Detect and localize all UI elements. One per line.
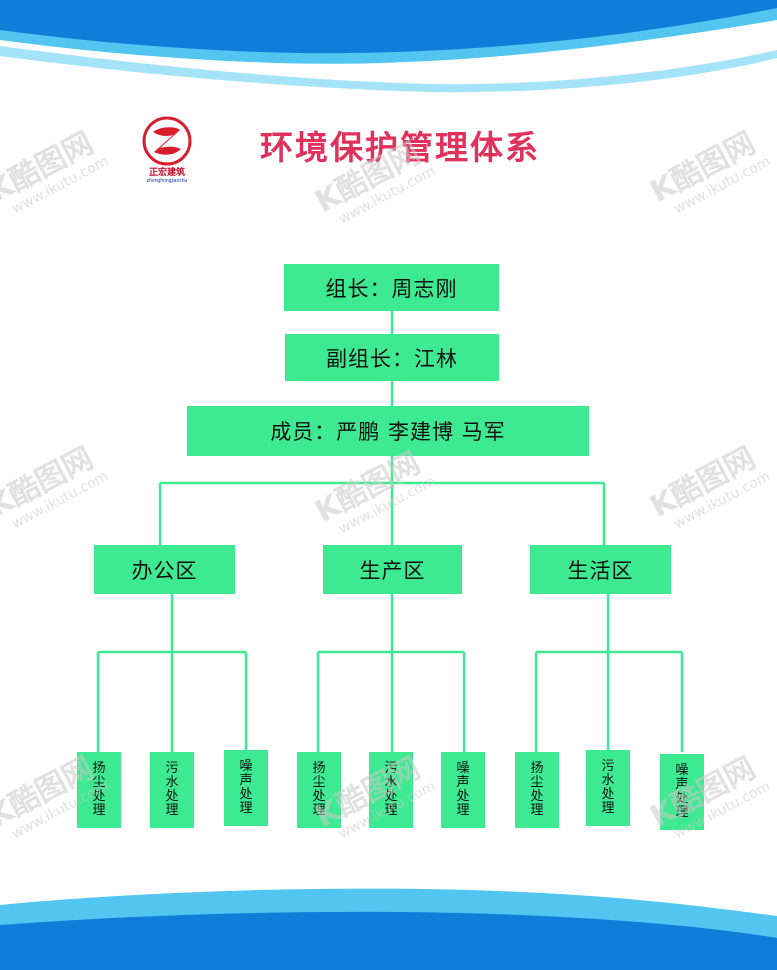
leader-box: 组长：周志刚 [284,264,499,311]
task-label: 噪声处理 [456,761,470,818]
task-production-noise-box: 噪声处理 [441,752,485,828]
zone-living-box: 生活区 [530,545,671,594]
zone-production-box: 生产区 [323,545,462,594]
task-office-sewage-box: 污水处理 [150,752,194,828]
page-title: 环境保护管理体系 [260,128,540,167]
task-label: 扬尘处理 [530,761,544,818]
task-label: 污水处理 [165,761,179,818]
task-label: 噪声处理 [239,759,253,816]
members-box: 成员：严鹏 李建博 马军 [187,406,589,456]
logo-z-icon [142,116,192,166]
task-label: 扬尘处理 [92,761,106,818]
task-production-dust-box: 扬尘处理 [297,752,341,828]
task-living-sewage-box: 污水处理 [586,750,630,826]
task-living-dust-box: 扬尘处理 [515,752,559,828]
task-office-noise-box: 噪声处理 [224,750,268,826]
logo-name-en: zhenghongjianzhu [146,178,188,184]
top-wave-decoration [0,0,777,93]
task-production-sewage-box: 污水处理 [369,752,413,828]
task-label: 扬尘处理 [312,761,326,818]
task-office-dust-box: 扬尘处理 [77,752,121,828]
zone-office-box: 办公区 [94,545,235,594]
task-living-noise-box: 噪声处理 [660,754,704,830]
deputy-box: 副组长：江林 [285,334,499,381]
company-logo: 正宏建筑 zhenghongjianzhu [136,116,198,196]
bottom-wave-decoration [0,888,777,970]
task-label: 污水处理 [384,761,398,818]
task-label: 污水处理 [601,759,615,816]
logo-name-cn: 正宏建筑 [148,168,185,178]
task-label: 噪声处理 [675,763,689,820]
